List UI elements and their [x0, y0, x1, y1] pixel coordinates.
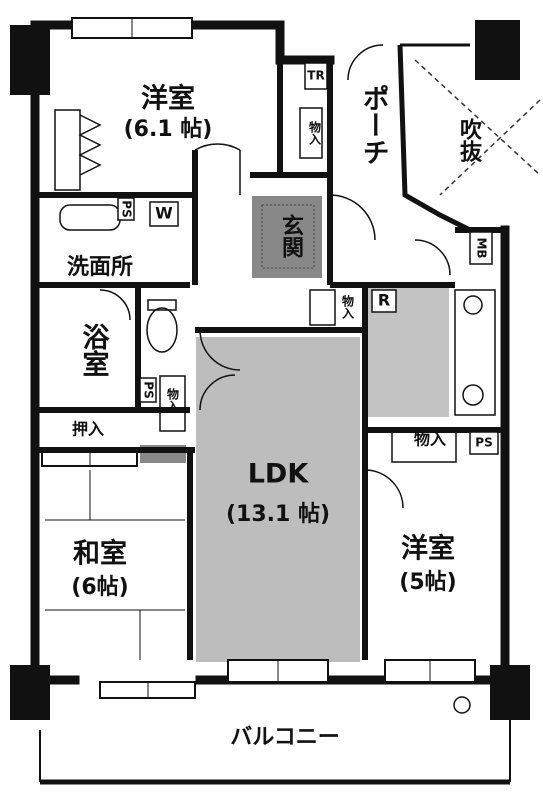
closet-marks	[54, 107, 457, 463]
oshiire-label: 押入	[72, 420, 104, 439]
porch-outline	[397, 44, 472, 233]
window-mullions	[89, 18, 431, 698]
door-swings	[99, 44, 451, 509]
tag-boxes	[117, 62, 499, 455]
storage-label-3: 物入	[166, 387, 180, 413]
fixtures	[59, 204, 496, 416]
column-top-left	[10, 25, 50, 95]
kitchen-counter	[454, 289, 496, 416]
toilet-icon	[146, 307, 178, 353]
japanese-room-name: 和室	[73, 538, 127, 570]
storage-label-4: 物入	[414, 430, 446, 449]
stove-icon	[463, 295, 483, 315]
japanese-room-size: (6帖)	[71, 575, 128, 600]
void-cross	[414, 59, 541, 196]
entrance-label: 玄関	[278, 213, 304, 259]
western-room-2-name: 洋室	[401, 533, 455, 565]
ps-tag-1: PS	[475, 436, 492, 450]
entrance-tile	[261, 204, 315, 269]
porch-label-1: ポーチ	[358, 84, 389, 165]
washroom-label: 洗面所	[67, 255, 133, 280]
sink-icon	[59, 204, 121, 231]
storage-label-1: 物入	[308, 120, 322, 146]
column-top-right	[475, 20, 520, 80]
column-bottom-left	[10, 665, 50, 720]
western-room-1-size: (6.1 帖)	[124, 117, 213, 142]
western-room-1-name: 洋室	[141, 83, 195, 115]
w-tag: W	[155, 204, 173, 223]
ps-tag-2: PS	[142, 381, 156, 398]
interior-walls	[35, 60, 505, 660]
r-tag: R	[378, 291, 390, 310]
storage-label-2: 物入	[341, 294, 355, 320]
ldk-floor	[196, 337, 360, 662]
bath-label: 浴室	[78, 323, 110, 377]
western-room-2-size: (5帖)	[399, 570, 456, 595]
ldk-name: LDK	[248, 459, 310, 490]
ps-tag-3: PS	[120, 200, 134, 217]
tr-tag: TR	[307, 69, 324, 83]
entrance-floor	[252, 196, 322, 278]
void-label: 吹抜	[456, 117, 482, 163]
kitchen-sink-icon	[462, 384, 484, 406]
tatami-lines	[45, 470, 185, 660]
column-bottom-right	[490, 665, 530, 720]
balcony-label: バルコニー	[230, 725, 340, 750]
drain-icon	[453, 696, 471, 714]
mb-tag: MB	[475, 237, 489, 258]
ldk-size: (13.1 帖)	[226, 502, 330, 527]
